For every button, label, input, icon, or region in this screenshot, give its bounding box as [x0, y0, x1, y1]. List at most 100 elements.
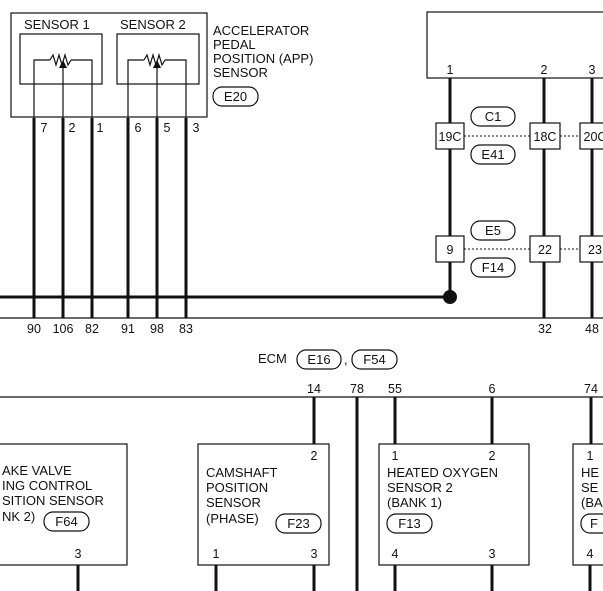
camshaft-name-4: (PHASE): [206, 511, 259, 526]
partial-pin-1: 1: [587, 449, 594, 463]
right-pin-2: 2: [541, 63, 548, 77]
ecm-label: ECM: [258, 351, 287, 366]
connector-f-partial-badge: [580, 513, 603, 534]
sensor-2-title: SENSOR 2: [120, 17, 186, 32]
app-pin-7: 7: [41, 121, 48, 135]
camshaft-pin-2: 2: [311, 449, 318, 463]
connector-e16-badge: [296, 349, 342, 370]
camshaft-name-3: SENSOR: [206, 495, 261, 510]
right-unit: 1 2 3 C1 E41 19C 18C 20C E5 F14 9 22 23: [426, 11, 603, 318]
connector-f54-badge: [351, 349, 398, 370]
term-20c-box: [579, 122, 603, 150]
partial-name-3: (BA: [581, 495, 603, 510]
sensor-1-box: [19, 33, 103, 85]
term-23: 23: [588, 243, 602, 257]
right-pin-3: 3: [589, 63, 596, 77]
sensor-1-title: SENSOR 1: [24, 17, 90, 32]
ecm-term-83: 83: [179, 322, 193, 336]
ecm-term-14: 14: [307, 382, 321, 396]
intake-pin-3: 3: [75, 547, 82, 561]
connector-e16-label: E16: [307, 352, 330, 367]
partial-component-box: [572, 443, 603, 566]
intake-name-3: SITION SENSOR: [2, 493, 104, 508]
partial-name-1: HE: [581, 465, 599, 480]
ecm-term-98: 98: [150, 322, 164, 336]
camshaft-name-2: POSITION: [206, 480, 268, 495]
ecm-term-55: 55: [388, 382, 402, 396]
intake-name-1: AKE VALVE: [2, 463, 72, 478]
connector-f-partial-label: F: [590, 516, 598, 531]
camshaft-name-1: CAMSHAFT: [206, 465, 278, 480]
app-pin-2: 2: [69, 121, 76, 135]
term-19c: 19C: [439, 130, 462, 144]
term-20c: 20C: [584, 130, 603, 144]
partial-right-component: 1 HE SE (BA F 4: [572, 443, 603, 591]
ecm-term-82: 82: [85, 322, 99, 336]
potentiometer-1-icon: [33, 52, 93, 120]
connector-f13-badge: [386, 513, 433, 534]
connector-e5-badge: [470, 220, 516, 241]
camshaft-pin-1: 1: [213, 547, 220, 561]
app-sensor-name-4: SENSOR: [213, 65, 268, 80]
app-sensor: SENSOR 1 SENSOR 2 ACCELERATOR PEDAL POSI…: [10, 12, 313, 318]
term-23-box: [579, 235, 603, 263]
connector-f23-label: F23: [287, 516, 309, 531]
intake-name-2: ING CONTROL: [2, 478, 92, 493]
ecm-term-106: 106: [53, 322, 74, 336]
term-18c-box: [529, 122, 561, 150]
ecm-term-90: 90: [27, 322, 41, 336]
partial-pin-4: 4: [587, 547, 594, 561]
heated-oxygen-sensor-2: 1 2 HEATED OXYGEN SENSOR 2 (BANK 1) F13 …: [378, 443, 530, 591]
intake-valve-sensor: AKE VALVE ING CONTROL SITION SENSOR NK 2…: [0, 443, 128, 591]
connector-e41-badge: [470, 144, 516, 165]
ho2s2-name-3: (BANK 1): [387, 495, 442, 510]
term-18c: 18C: [534, 130, 557, 144]
ecm-term-78: 78: [350, 382, 364, 396]
ho2s2-pin-4: 4: [392, 547, 399, 561]
app-sensor-name-2: PEDAL: [213, 37, 256, 52]
intake-name-4: NK 2): [2, 509, 35, 524]
ecm-top-terminals: 90 106 82 91 98 83 32 48: [27, 322, 599, 336]
ho2s2-name-1: HEATED OXYGEN: [387, 465, 498, 480]
connector-e41-label: E41: [481, 147, 504, 162]
connector-f64-badge: [43, 511, 90, 532]
app-pin-1: 1: [97, 121, 104, 135]
term-9-box: [435, 235, 465, 263]
app-sensor-name-3: POSITION (APP): [213, 51, 313, 66]
camshaft-sensor: 2 CAMSHAFT POSITION SENSOR (PHASE) F23 1…: [197, 443, 330, 591]
potentiometer-2-icon: [127, 52, 187, 120]
term-22-box: [529, 235, 561, 263]
connector-f13-label: F13: [398, 516, 420, 531]
ho2s2-pin-1: 1: [392, 449, 399, 463]
camshaft-pin-3: 3: [311, 547, 318, 561]
junction-dot: [443, 290, 457, 304]
app-sensor-name-1: ACCELERATOR: [213, 23, 309, 38]
term-22: 22: [538, 243, 552, 257]
ecm-term-74: 74: [584, 382, 598, 396]
camshaft-sensor-box: [197, 443, 330, 566]
connector-f54-label: F54: [363, 352, 385, 367]
ecm-term-6: 6: [489, 382, 496, 396]
connector-f14-label: F14: [482, 260, 504, 275]
term-9: 9: [447, 243, 454, 257]
ho2s2-pin-3: 3: [489, 547, 496, 561]
ecm-label-group: ECM E16 , F54: [258, 349, 398, 370]
connector-c1-badge: [470, 106, 516, 127]
ho2s2-box: [378, 443, 530, 566]
ecm-term-32: 32: [538, 322, 552, 336]
app-pin-3: 3: [193, 121, 200, 135]
term-19c-box: [435, 122, 465, 150]
ecm-bottom-terminals: 14 78 55 6 74: [307, 382, 598, 396]
connector-separator: ,: [344, 352, 348, 367]
connector-e20-label: E20: [224, 89, 247, 104]
ecm-term-48: 48: [585, 322, 599, 336]
connector-e5-label: E5: [485, 223, 501, 238]
ho2s2-pin-2: 2: [489, 449, 496, 463]
intake-valve-sensor-box: [0, 443, 128, 566]
connector-f14-badge: [470, 257, 516, 278]
right-unit-box: [426, 11, 603, 79]
connector-f23-badge: [275, 513, 322, 534]
partial-name-2: SE: [581, 480, 599, 495]
app-pin-5: 5: [164, 121, 171, 135]
